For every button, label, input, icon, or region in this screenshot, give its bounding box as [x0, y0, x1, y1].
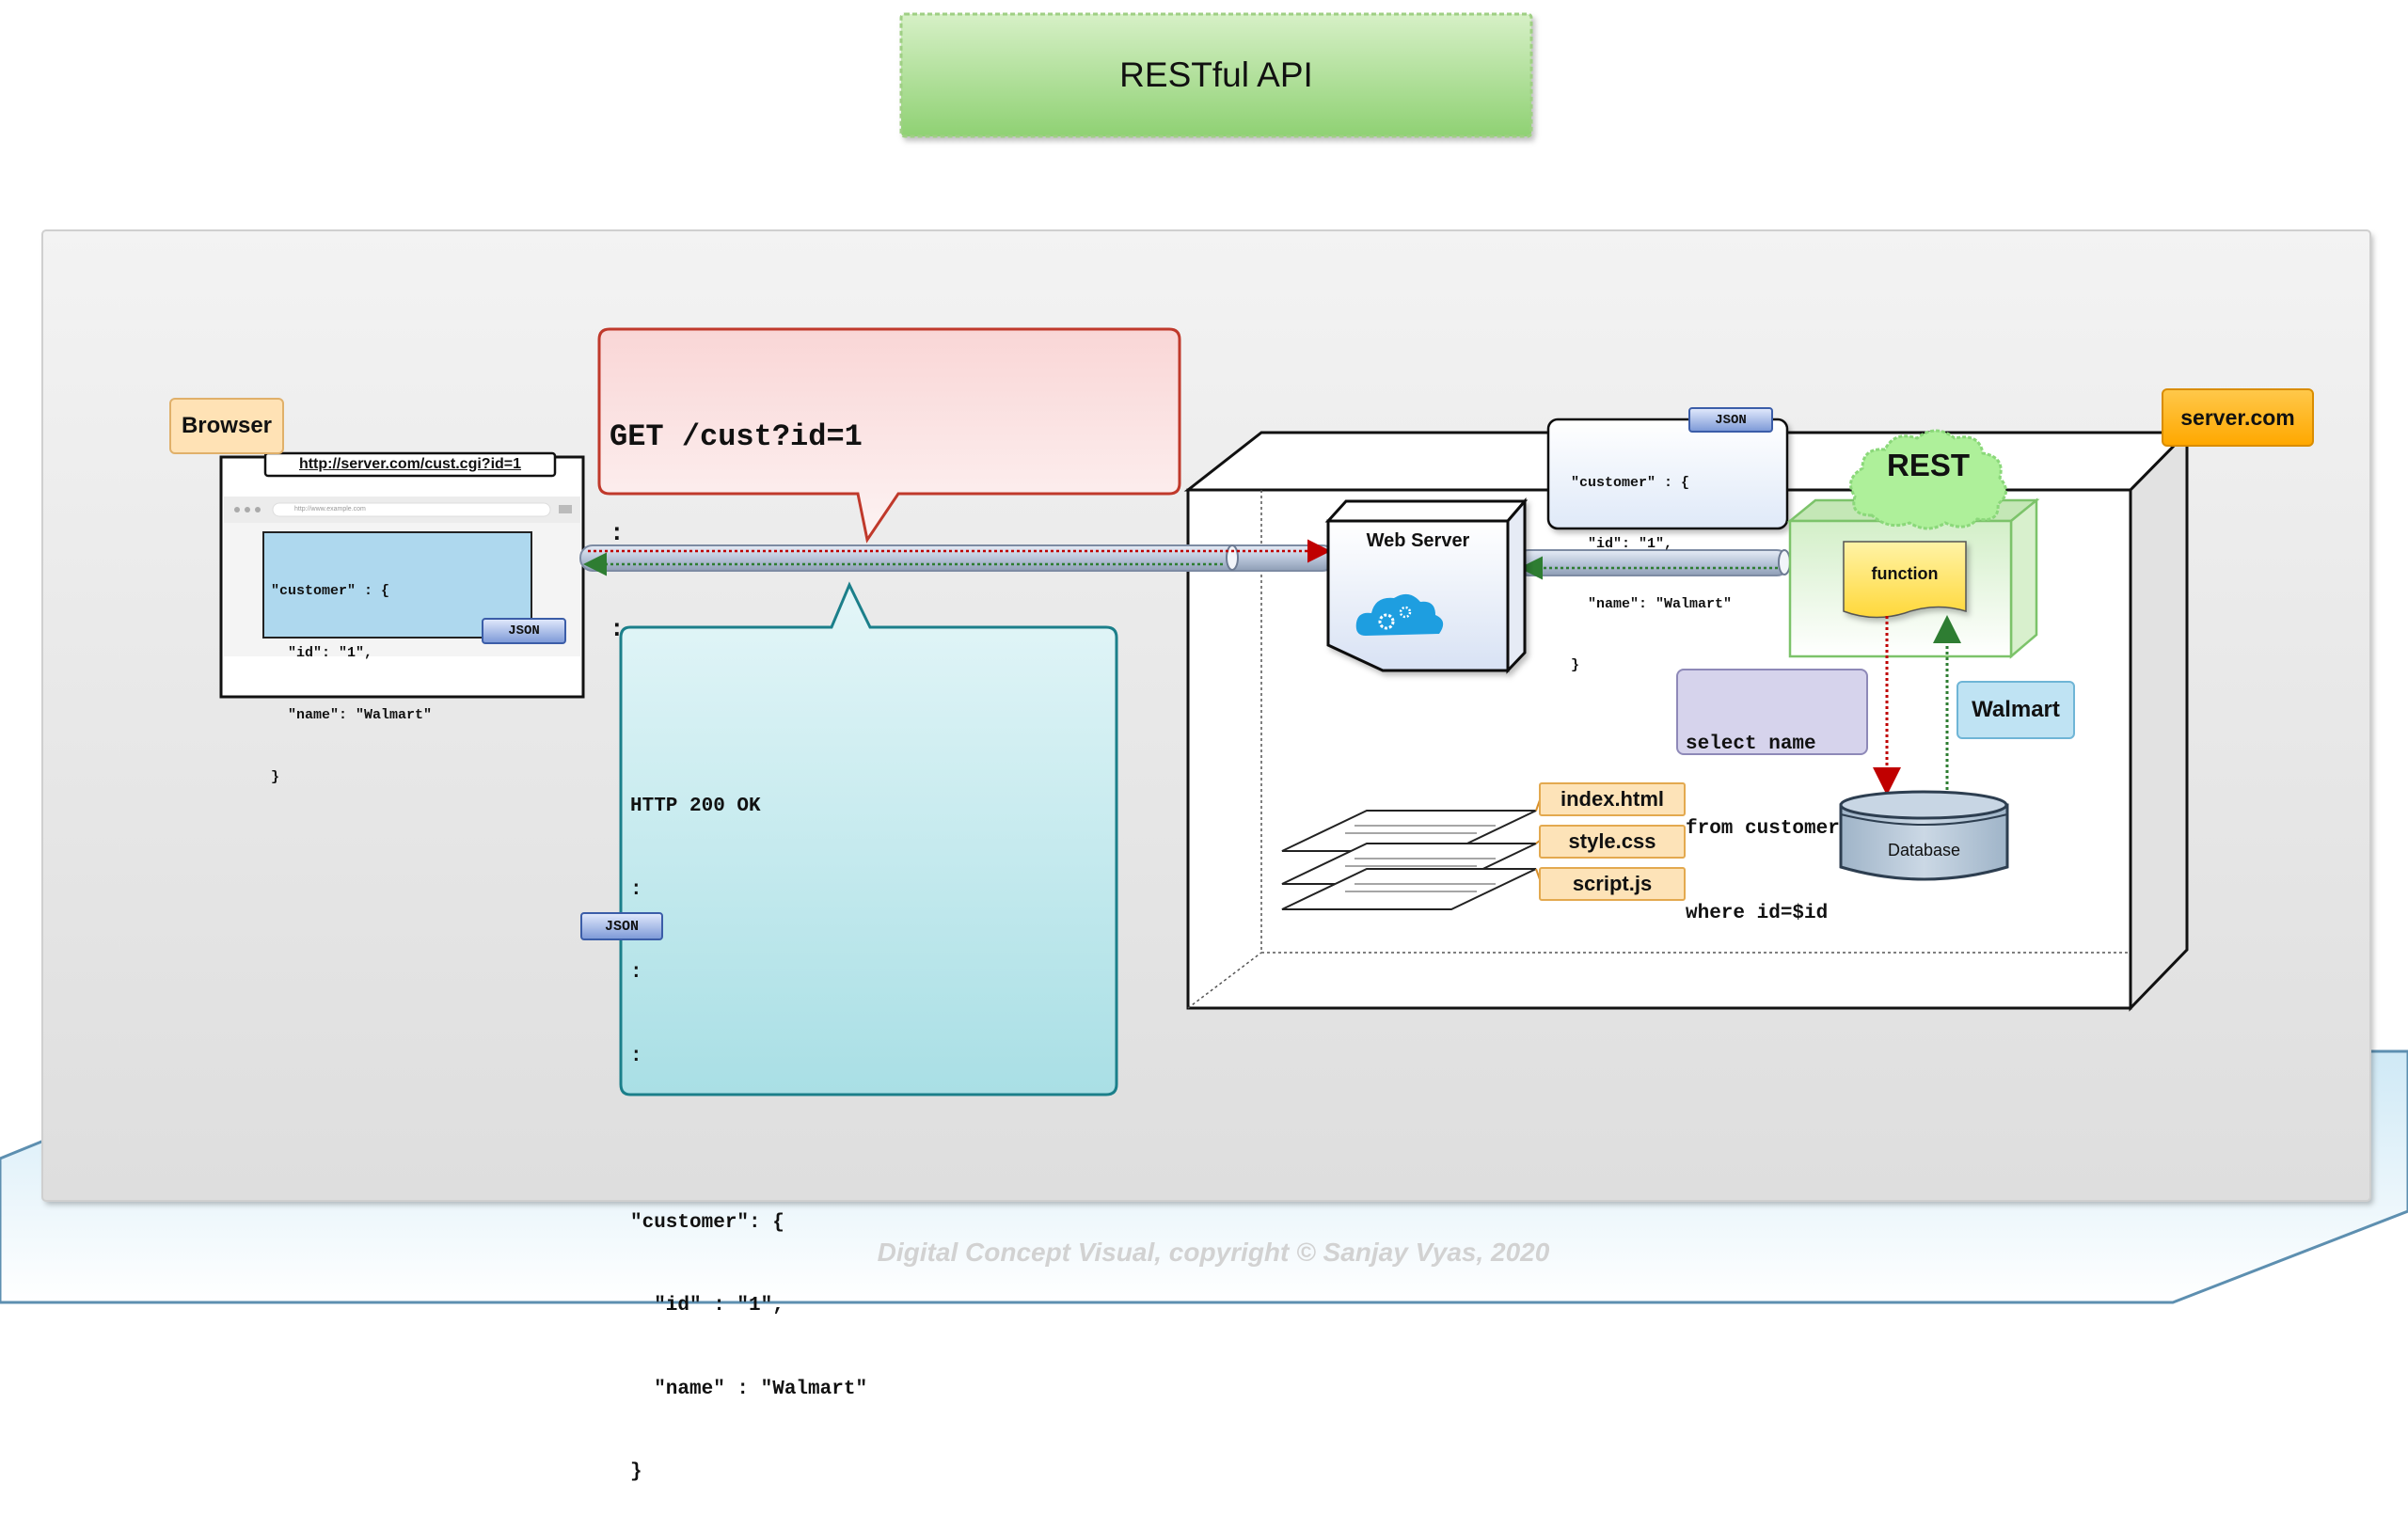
- web-server-node: [1324, 497, 1529, 674]
- browser-tag: Browser: [169, 398, 284, 454]
- server-json-card: [1546, 418, 1789, 530]
- page-title: RESTful API: [1119, 55, 1313, 94]
- result-tag: Walmart: [1956, 681, 2075, 739]
- file-tag-script: script.js: [1539, 867, 1686, 901]
- sql-line: select name: [1686, 733, 1816, 755]
- file-tag-index: index.html: [1539, 782, 1686, 816]
- response-json-badge: JSON: [580, 912, 663, 940]
- cloud-gears-icon: [1355, 593, 1444, 636]
- database-label: Database: [1887, 841, 1961, 860]
- browser-mini-url: http://www.example.com: [294, 506, 366, 513]
- server-json-content: "customer" : { "id": "1", "name": "Walma…: [1571, 475, 1733, 673]
- sql-line: where id=$id: [1686, 903, 1829, 924]
- rest-cloud: [1849, 429, 2007, 530]
- response-callout: [619, 581, 1118, 1096]
- function-label: function: [1871, 564, 1939, 583]
- copyright-footer: Digital Concept Visual, copyright © Sanj…: [877, 1238, 1550, 1267]
- web-server-label: Web Server: [1366, 530, 1470, 551]
- rest-label: REST: [1886, 448, 1970, 482]
- file-tag-style: style.css: [1539, 825, 1686, 859]
- internal-pipe: [1515, 549, 1791, 580]
- function-note: [1843, 541, 1967, 619]
- title-banner: [899, 12, 1533, 138]
- request-callout: [597, 327, 1181, 544]
- server-json-badge: JSON: [1688, 407, 1773, 433]
- database-cylinder: [1839, 790, 2009, 881]
- server-tag: server.com: [2162, 388, 2314, 447]
- browser-json-content: "customer" : { "id": "1", "name": "Walma…: [271, 583, 433, 785]
- diagram-canvas: RESTful API Browser http://server.com/cu…: [0, 12, 2408, 1483]
- sql-query-box: select name from customer where id=$id: [1676, 669, 1868, 924]
- browser-json-badge: JSON: [482, 618, 566, 644]
- response-text: HTTP 200 OK : : : "customer": { "id" : "…: [630, 796, 868, 1483]
- file-pages: [1281, 796, 1542, 910]
- request-text: GET /cust?id=1 : :: [610, 419, 863, 644]
- browser-url[interactable]: http://server.com/cust.cgi?id=1: [298, 456, 522, 472]
- sql-line: from customer: [1686, 818, 1840, 840]
- diagram-svg: [0, 12, 2408, 1304]
